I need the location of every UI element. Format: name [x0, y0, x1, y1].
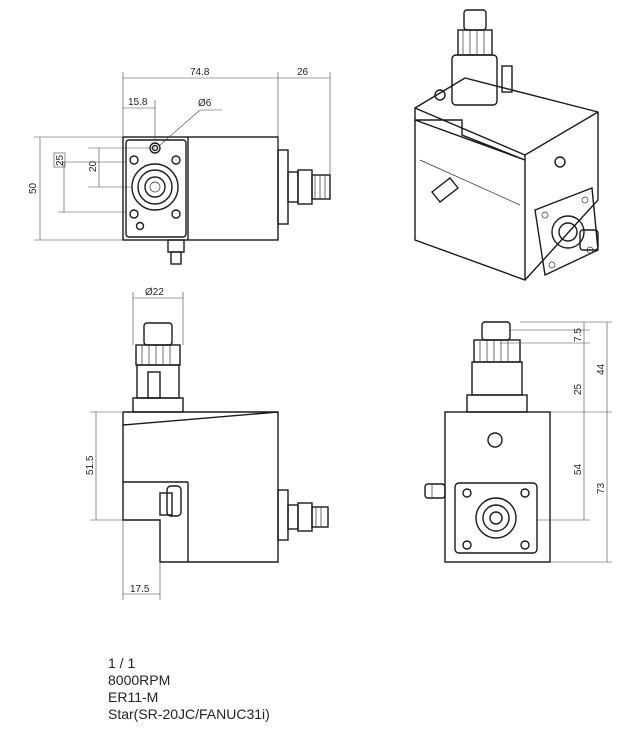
spec-block: 1 / 1 8000RPM ER11-M Star(SR-20JC/FANUC3… [108, 655, 270, 723]
front-view: Ø22 51.5 17.5 [85, 287, 329, 600]
side-view: 7.5 25 44 54 73 [424, 321, 612, 563]
dim-front-51-5: 51.5 [85, 455, 96, 475]
dim-side-54: 54 [573, 463, 584, 475]
dim-top-right: 26 [297, 67, 309, 78]
isometric-view [414, 9, 599, 281]
dim-side-7-5: 7.5 [573, 328, 584, 342]
top-view-body [122, 136, 279, 241]
dim-side-73: 73 [596, 482, 607, 494]
spec-collet: ER11-M [108, 689, 159, 705]
dim-front-17-5: 17.5 [130, 584, 150, 595]
dim-left-50: 50 [28, 182, 39, 194]
dim-offset: 15.8 [128, 97, 148, 108]
top-view-gear [131, 163, 179, 211]
dim-left-20: 20 [88, 160, 99, 172]
front-view-body [122, 411, 279, 563]
side-view-flange [454, 482, 538, 554]
spec-scale: 1 / 1 [108, 655, 136, 671]
dim-shank-dia: Ø22 [145, 287, 164, 298]
top-view: 74.8 26 15.8 Ø6 50 25 20 [28, 67, 331, 265]
dim-side-25: 25 [573, 383, 584, 395]
dim-side-44: 44 [596, 363, 607, 375]
dim-hole-dia: Ø6 [198, 98, 212, 109]
side-view-body [444, 411, 551, 563]
spec-rpm: 8000RPM [108, 672, 171, 688]
spec-machine: Star(SR-20JC/FANUC31i) [108, 706, 270, 722]
dim-left-25: 25 [55, 154, 66, 166]
dim-top-width: 74.8 [190, 67, 210, 78]
